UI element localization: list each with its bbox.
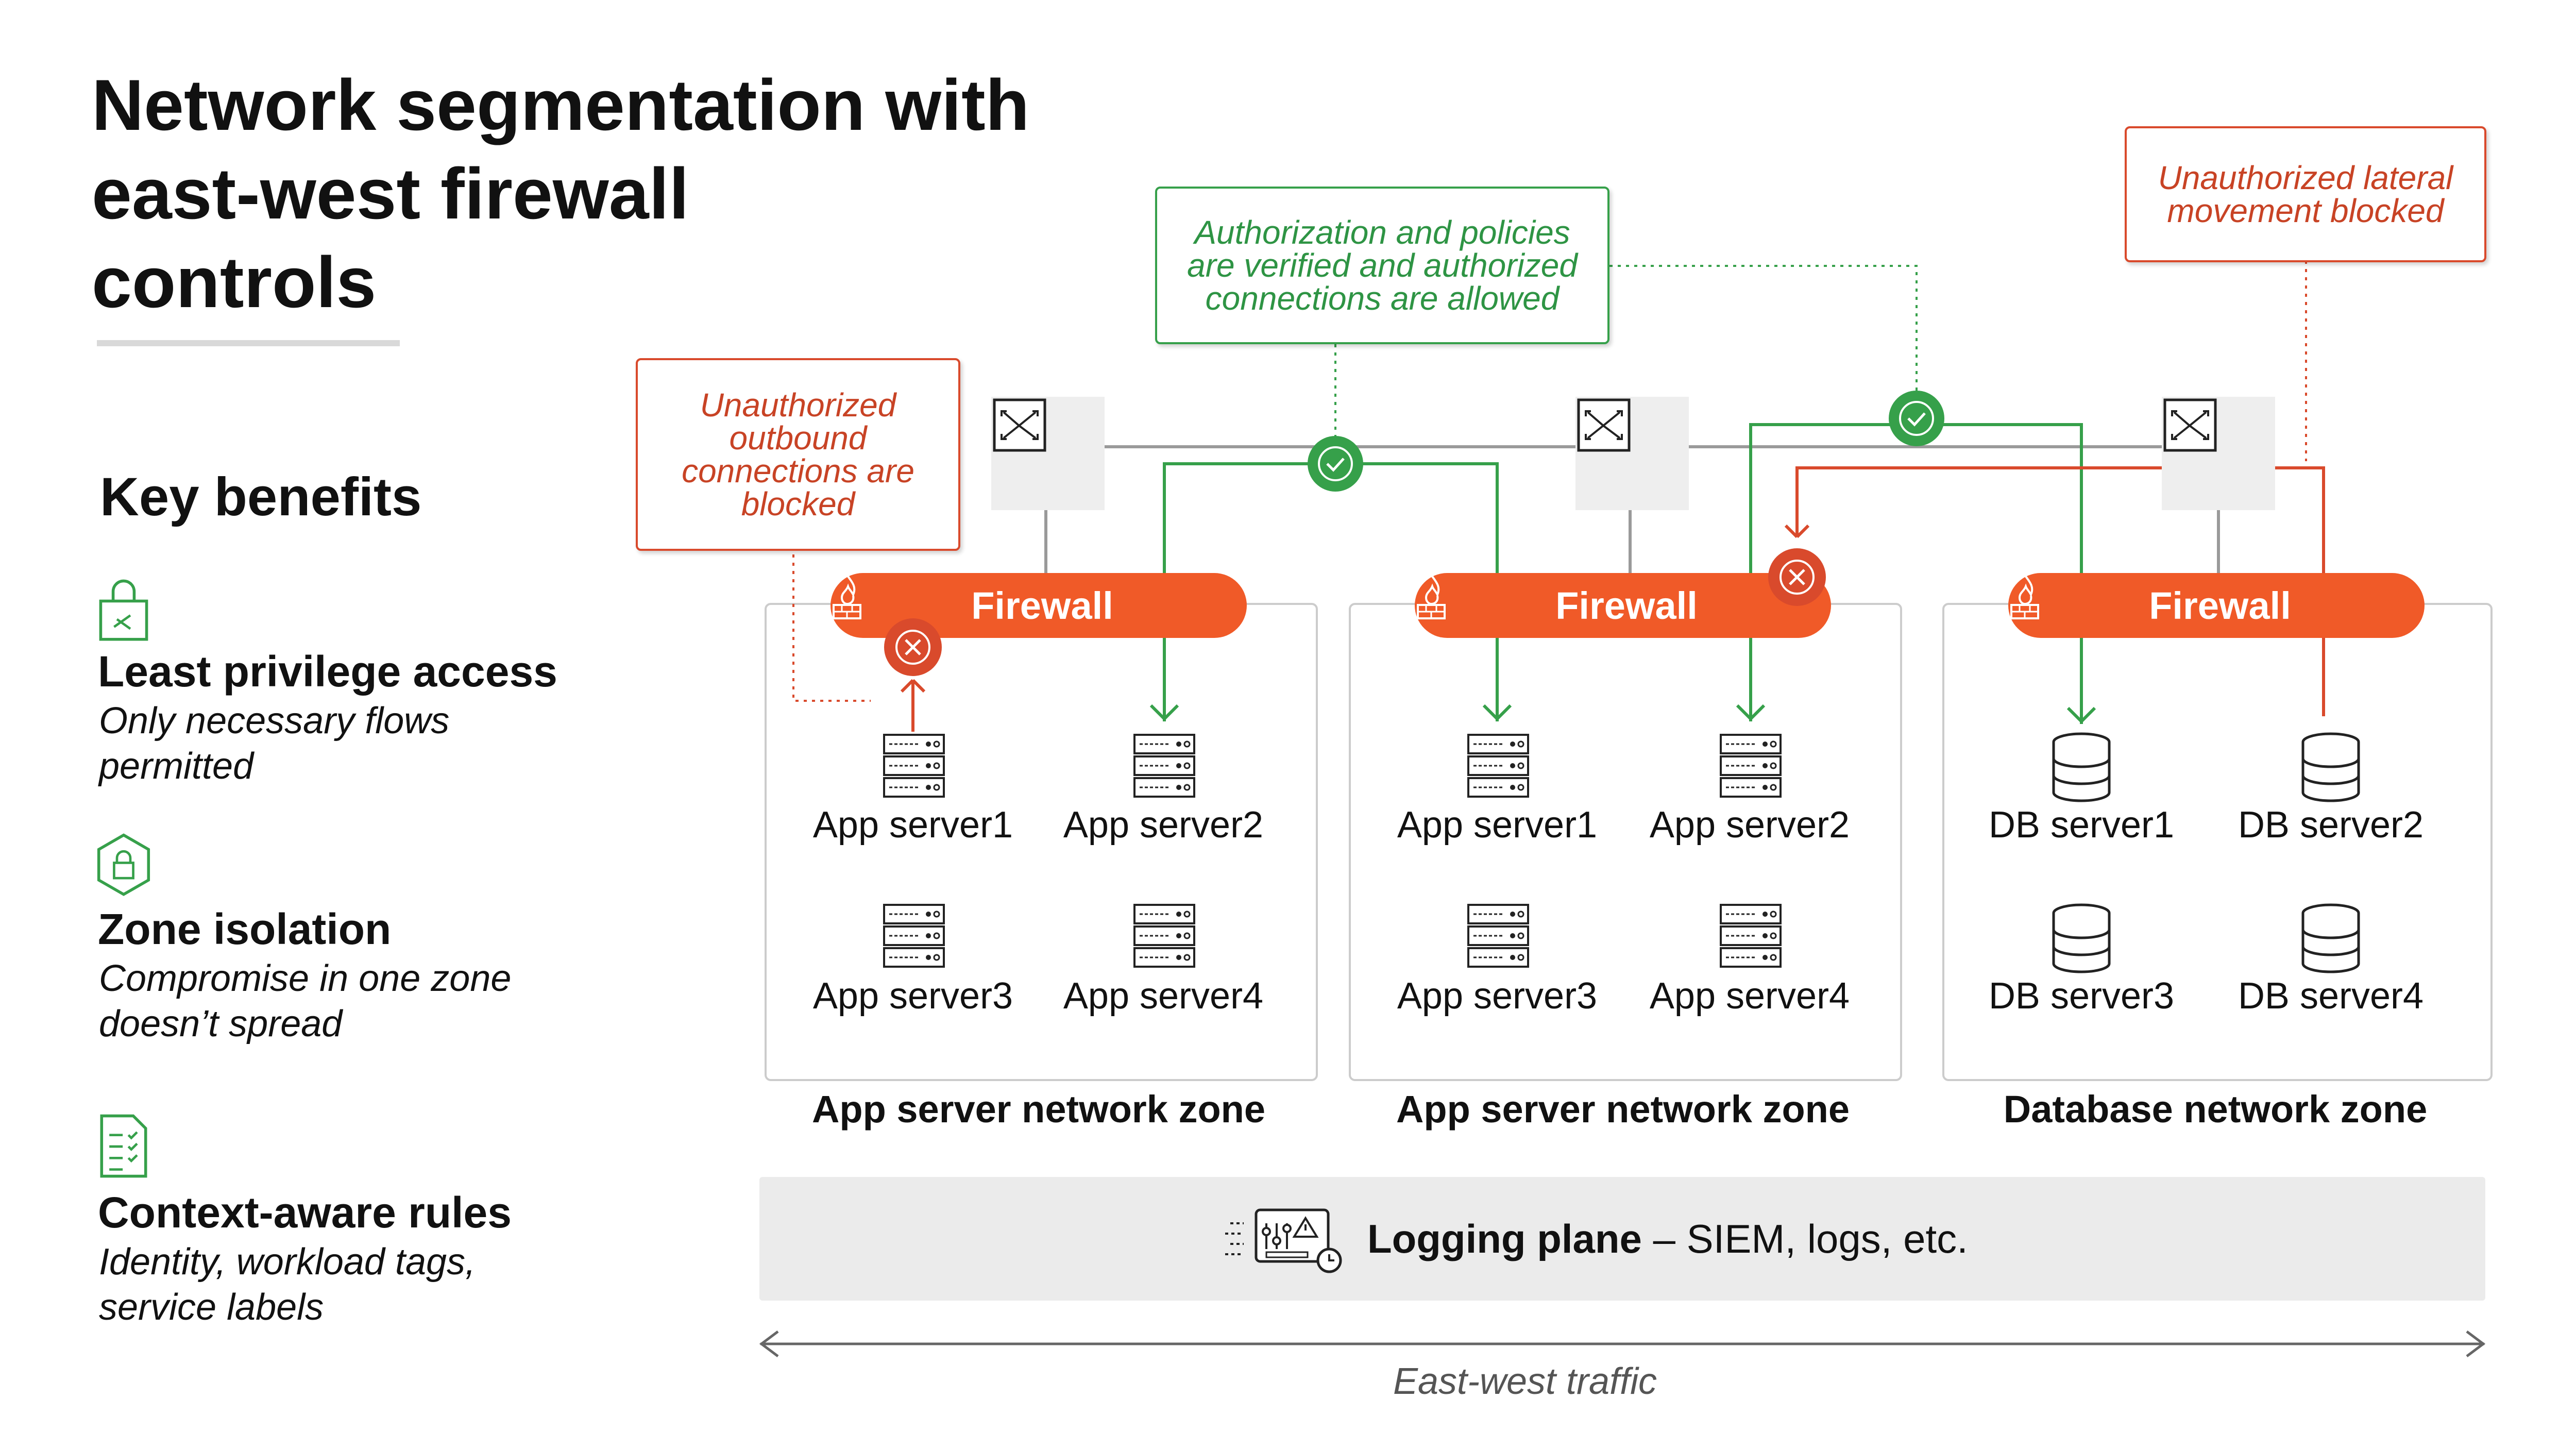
firewall-label: Firewall (2149, 584, 2291, 627)
callout-line: are verified and authorized (1187, 247, 1578, 284)
east-west-traffic-label: East-west traffic (1393, 1361, 1657, 1402)
callout-line: Unauthorized lateral (2158, 159, 2453, 196)
benefit-desc: Only necessary flows permitted (99, 698, 614, 789)
network-switch (2162, 397, 2275, 510)
benefit-title: Least privilege access (98, 647, 557, 696)
database-icon (2052, 903, 2111, 973)
zone-box-app-1 (765, 603, 1318, 1081)
zone-box-app-2 (1349, 603, 1902, 1081)
switch-icon (1577, 398, 1631, 452)
east-west-arrow (759, 1330, 2486, 1357)
benefit-desc: Identity, workload tags, service labels (99, 1239, 614, 1330)
network-switch (991, 397, 1105, 510)
callout-leader (1609, 265, 1918, 407)
benefit-desc-line: doesn’t spread (99, 1003, 343, 1044)
allowed-flow-arrowhead (1149, 704, 1179, 720)
server-label: DB server1 (1988, 804, 2175, 846)
server-label: App server4 (1649, 975, 1850, 1017)
lock-shield-icon (99, 579, 148, 641)
blocked-arrowhead (900, 679, 926, 693)
callout-line: Unauthorized (700, 386, 896, 424)
server-label: App server4 (1063, 975, 1264, 1017)
callout-leader (792, 546, 871, 702)
logging-text: Logging plane – SIEM, logs, etc. (1367, 1177, 1968, 1301)
firewall-label: Firewall (1555, 584, 1698, 627)
zone-box-db (1942, 603, 2493, 1081)
callout-unauthorized-outbound: Unauthorized outbound connections are bl… (636, 358, 960, 551)
app-server-icon (883, 904, 945, 968)
callout-line: Authorization and policies (1194, 214, 1570, 251)
firewall-zone-1: Firewall (831, 573, 1247, 638)
firewall-flame-icon (2010, 574, 2039, 619)
allowed-flow-arrowhead (1736, 704, 1766, 720)
server-label: DB server3 (1988, 975, 2175, 1017)
blocked-arrowhead (1784, 524, 1810, 538)
benefit-desc-line: Identity, workload tags, (99, 1241, 476, 1283)
checklist-document-icon (100, 1114, 147, 1178)
server-label: App server2 (1063, 804, 1264, 846)
app-server-icon (1467, 904, 1529, 968)
logging-detail: – SIEM, logs, etc. (1641, 1216, 1968, 1261)
app-server-icon (883, 734, 945, 798)
key-benefits-heading: Key benefits (100, 467, 422, 527)
benefit-desc: Compromise in one zone doesn’t spread (99, 956, 614, 1047)
allowed-flow-arrowhead (2066, 706, 2096, 723)
server-label: App server2 (1649, 804, 1850, 846)
logging-plane: Logging plane – SIEM, logs, etc. (759, 1177, 2485, 1301)
callout-line: connections are (682, 452, 914, 490)
benefit-desc-line: Only necessary flows (99, 700, 450, 742)
benefit-desc-line: service labels (99, 1287, 324, 1328)
callout-unauthorized-lateral: Unauthorized lateral movement blocked (2125, 126, 2486, 262)
server-label: App server1 (812, 804, 1013, 846)
benefit-desc-line: permitted (99, 746, 254, 787)
app-server-icon (1720, 904, 1782, 968)
callout-line: outbound (729, 419, 867, 457)
server-label: DB server2 (2238, 804, 2424, 846)
benefit-title: Zone isolation (98, 905, 392, 953)
benefit-title: Context-aware rules (98, 1188, 512, 1237)
database-icon (2052, 732, 2111, 802)
database-icon (2301, 903, 2360, 973)
zone-label-db: Database network zone (2003, 1088, 2428, 1131)
title-line-3: controls (92, 242, 377, 323)
page-title: Network segmentation with east-west fire… (92, 61, 1112, 327)
hexagon-lock-icon (97, 833, 150, 896)
allowed-check-icon (1308, 436, 1363, 492)
server-label: DB server4 (2238, 975, 2424, 1017)
logging-dashboard-icon (1225, 1208, 1342, 1273)
callout-authorized: Authorization and policies are verified … (1155, 187, 1609, 344)
app-server-icon (1720, 734, 1782, 798)
firewall-flame-icon (1417, 574, 1446, 619)
database-icon (2301, 732, 2360, 802)
app-server-icon (1467, 734, 1529, 798)
callout-line: connections are allowed (1205, 280, 1560, 317)
title-line-2: east-west firewall (92, 153, 689, 234)
app-server-icon (1133, 734, 1195, 798)
server-label: App server3 (812, 975, 1013, 1017)
allowed-check-icon (1889, 391, 1944, 446)
zone-label-app-2: App server network zone (1396, 1088, 1850, 1131)
network-switch (1575, 397, 1689, 510)
title-divider (97, 340, 400, 346)
callout-line: movement blocked (2167, 192, 2444, 229)
firewall-zone-3: Firewall (2008, 573, 2425, 638)
firewall-flame-icon (833, 574, 861, 619)
server-label: App server1 (1397, 804, 1598, 846)
logging-title: Logging plane (1367, 1216, 1642, 1261)
zone-label-app-1: App server network zone (811, 1088, 1265, 1131)
firewall-label: Firewall (971, 584, 1113, 627)
server-label: App server3 (1397, 975, 1598, 1017)
title-line-1: Network segmentation with (92, 64, 1030, 145)
switch-icon (2163, 398, 2217, 452)
switch-icon (993, 398, 1046, 452)
benefit-desc-line: Compromise in one zone (99, 958, 512, 999)
app-server-icon (1133, 904, 1195, 968)
allowed-flow-arrowhead (1482, 704, 1512, 720)
callout-line: blocked (741, 485, 855, 523)
firewall-zone-2: Firewall (1415, 573, 1831, 638)
